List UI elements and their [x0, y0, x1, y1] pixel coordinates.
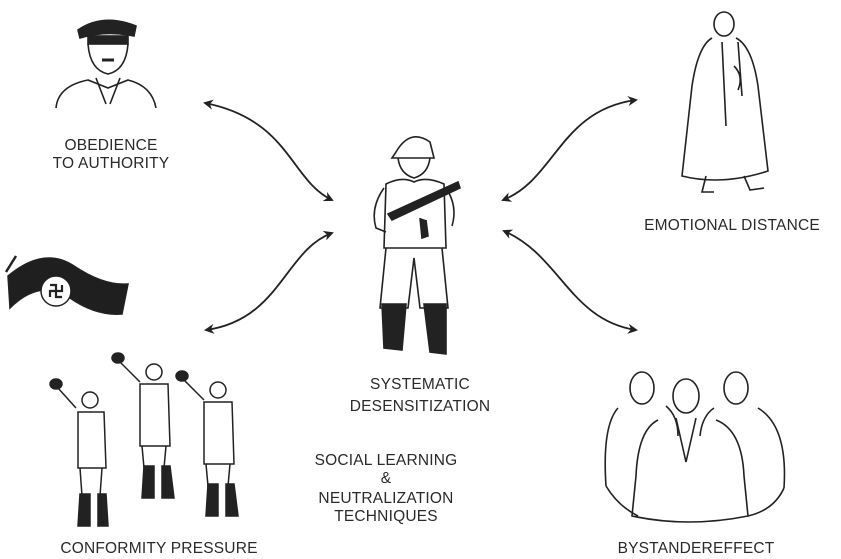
- saluting-soldiers-icon: [49, 352, 239, 527]
- arrow-emotional: [501, 96, 638, 202]
- bystander-effect-label: BYSTANDEREFFECT: [617, 540, 775, 557]
- obedience-label: OBEDIENCE TO AUTHORITY: [26, 137, 196, 173]
- arrow-bystander: [502, 229, 638, 334]
- social-learning-label: SOCIAL LEARNING & NEUTRALIZATION TECHNIQ…: [286, 452, 486, 526]
- group-of-people-icon: [604, 371, 786, 523]
- flag-icon: [4, 255, 129, 315]
- systematic-desensitization-label: SYSTEMATIC DESENSITIZATION: [320, 376, 520, 416]
- conformity-pressure-label: CONFORMITY PRESSURE: [60, 540, 258, 557]
- social-line2: &: [380, 470, 392, 487]
- soldier-with-gun-icon: [373, 136, 461, 355]
- obedience-line2: TO AUTHORITY: [52, 155, 170, 172]
- officer-portrait-icon: [55, 19, 157, 108]
- social-line3: NEUTRALIZATION: [318, 490, 454, 507]
- arrow-conformity: [204, 231, 334, 334]
- systematic-line2: DESENSITIZATION: [349, 398, 491, 415]
- social-line1: SOCIAL LEARNING: [314, 452, 458, 469]
- social-line4: TECHNIQUES: [334, 508, 438, 525]
- emotional-distance-label: EMOTIONAL DISTANCE: [644, 217, 820, 234]
- coat-figure-icon: [681, 11, 769, 193]
- arrow-obedience: [203, 99, 334, 202]
- systematic-line1: SYSTEMATIC: [370, 376, 470, 393]
- obedience-line1: OBEDIENCE: [64, 137, 158, 154]
